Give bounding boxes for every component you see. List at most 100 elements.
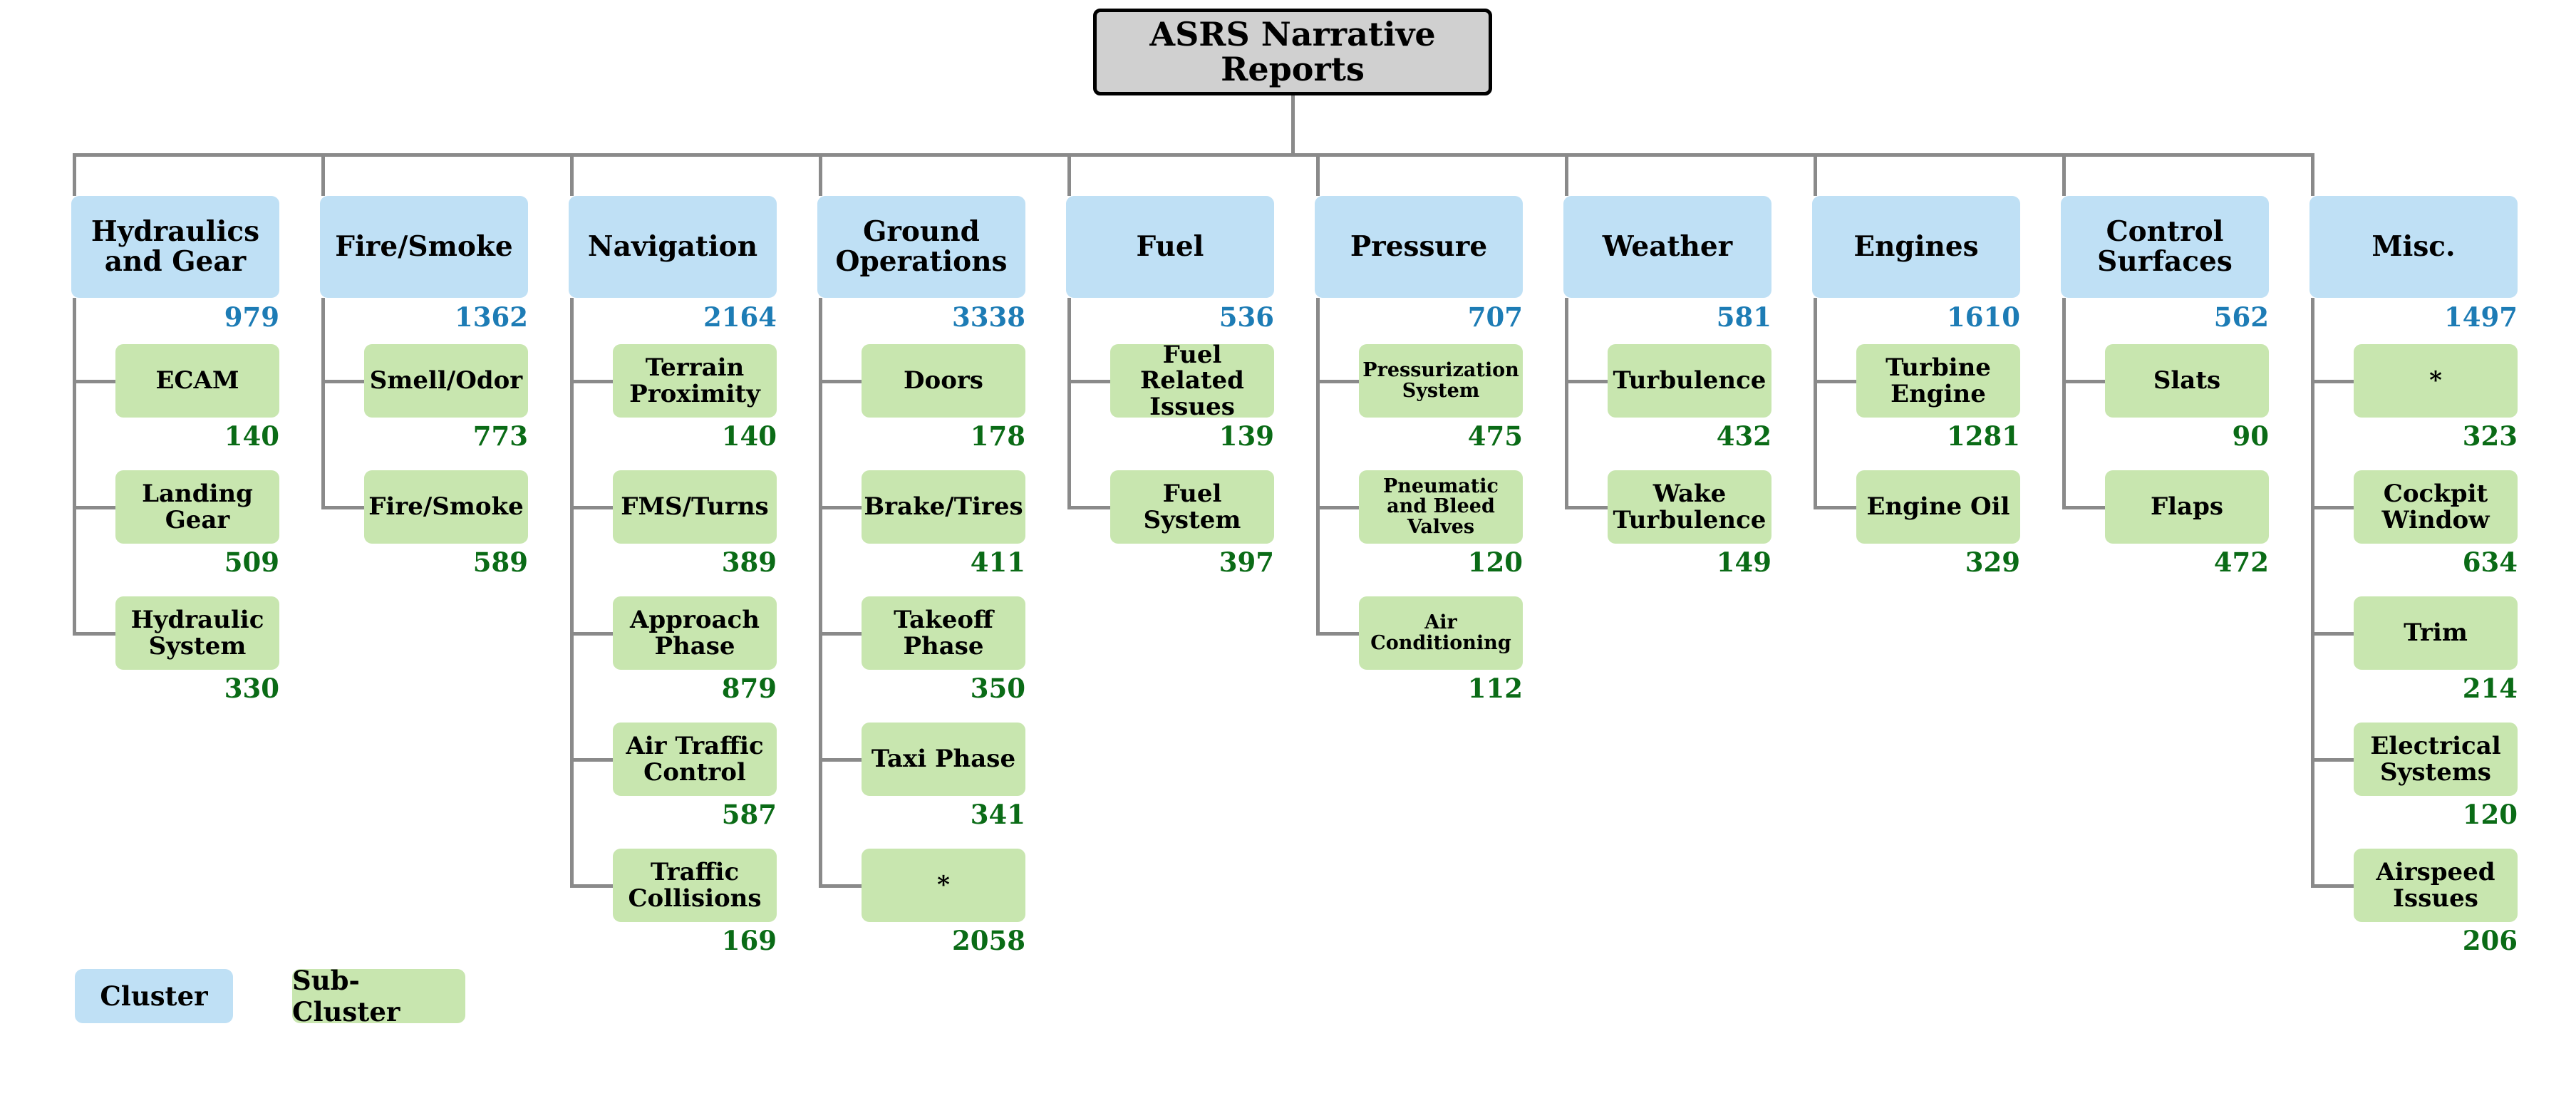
subcluster-count: 323 bbox=[2462, 420, 2518, 452]
subcluster-connector bbox=[1067, 505, 1110, 509]
subcluster-count: 140 bbox=[224, 420, 279, 452]
subcluster-count: 90 bbox=[2232, 420, 2270, 452]
subcluster-node-9-3[interactable]: Electrical Systems bbox=[2354, 723, 2518, 796]
subcluster-node-3-4[interactable]: * bbox=[862, 849, 1025, 922]
subcluster-label: Wake Turbulence bbox=[1613, 480, 1767, 534]
subcluster-node-9-2[interactable]: Trim bbox=[2354, 596, 2518, 670]
cluster-label: Ground Operations bbox=[835, 215, 1008, 278]
subcluster-node-5-2[interactable]: Air Conditioning bbox=[1359, 596, 1523, 670]
subcluster-label: Slats bbox=[2153, 366, 2221, 395]
subcluster-node-3-2[interactable]: Takeoff Phase bbox=[862, 596, 1025, 670]
subcluster-node-0-0[interactable]: ECAM bbox=[115, 344, 279, 418]
subcluster-count: 330 bbox=[224, 673, 279, 704]
subcluster-node-7-0[interactable]: Turbine Engine bbox=[1856, 344, 2020, 418]
subcluster-count: 214 bbox=[2462, 673, 2518, 704]
subcluster-count: 411 bbox=[970, 547, 1025, 578]
subcluster-connector bbox=[819, 631, 862, 636]
column-spine-3 bbox=[819, 298, 822, 888]
subcluster-label: Flaps bbox=[2151, 492, 2223, 522]
subcluster-node-6-1[interactable]: Wake Turbulence bbox=[1608, 470, 1771, 544]
subcluster-label: Approach Phase bbox=[630, 606, 760, 661]
subcluster-label: Terrain Proximity bbox=[629, 353, 760, 408]
subcluster-count: 120 bbox=[2462, 799, 2518, 830]
cluster-label: Fire/Smoke bbox=[335, 229, 513, 263]
cluster-drop-1 bbox=[321, 153, 325, 196]
cluster-node-7[interactable]: Engines bbox=[1812, 196, 2020, 298]
subcluster-node-1-1[interactable]: Fire/Smoke bbox=[364, 470, 528, 544]
subcluster-connector bbox=[819, 379, 862, 383]
cluster-count: 2164 bbox=[703, 301, 777, 333]
cluster-node-8[interactable]: Control Surfaces bbox=[2061, 196, 2269, 298]
cluster-node-5[interactable]: Pressure bbox=[1315, 196, 1523, 298]
subcluster-label: Pressurization System bbox=[1362, 358, 1519, 402]
subcluster-connector bbox=[2311, 757, 2354, 762]
subcluster-label: ECAM bbox=[155, 366, 239, 395]
cluster-drop-7 bbox=[1814, 153, 1817, 196]
subcluster-count: 120 bbox=[1467, 547, 1523, 578]
subcluster-label: Landing Gear bbox=[142, 480, 253, 534]
subcluster-node-3-1[interactable]: Brake/Tires bbox=[862, 470, 1025, 544]
subcluster-label: Fuel Related Issues bbox=[1140, 341, 1244, 421]
subcluster-node-6-0[interactable]: Turbulence bbox=[1608, 344, 1771, 418]
cluster-node-4[interactable]: Fuel bbox=[1066, 196, 1274, 298]
cluster-label: Misc. bbox=[2371, 229, 2456, 263]
subcluster-count: 149 bbox=[1716, 547, 1771, 578]
subcluster-node-5-0[interactable]: Pressurization System bbox=[1359, 344, 1523, 418]
column-spine-0 bbox=[73, 298, 76, 636]
column-spine-7 bbox=[1814, 298, 1817, 509]
column-spine-4 bbox=[1067, 298, 1071, 509]
subcluster-node-4-1[interactable]: Fuel System bbox=[1110, 470, 1274, 544]
cluster-node-3[interactable]: Ground Operations bbox=[817, 196, 1025, 298]
column-spine-9 bbox=[2311, 298, 2314, 888]
cluster-drop-8 bbox=[2062, 153, 2066, 196]
subcluster-count: 472 bbox=[2213, 547, 2269, 578]
cluster-node-9[interactable]: Misc. bbox=[2309, 196, 2518, 298]
cluster-label: Navigation bbox=[587, 229, 758, 263]
subcluster-connector bbox=[1814, 505, 1856, 509]
cluster-node-0[interactable]: Hydraulics and Gear bbox=[71, 196, 279, 298]
subcluster-node-9-0[interactable]: * bbox=[2354, 344, 2518, 418]
subcluster-node-3-3[interactable]: Taxi Phase bbox=[862, 723, 1025, 796]
subcluster-node-8-1[interactable]: Flaps bbox=[2105, 470, 2269, 544]
subcluster-connector bbox=[2311, 631, 2354, 636]
subcluster-label: Turbine Engine bbox=[1886, 353, 1991, 408]
subcluster-label: Fuel System bbox=[1143, 480, 1241, 534]
subcluster-count: 178 bbox=[970, 420, 1025, 452]
subcluster-node-2-2[interactable]: Approach Phase bbox=[613, 596, 777, 670]
subcluster-node-8-0[interactable]: Slats bbox=[2105, 344, 2269, 418]
subcluster-label: * bbox=[937, 871, 950, 900]
subcluster-count: 589 bbox=[472, 547, 528, 578]
subcluster-count: 397 bbox=[1219, 547, 1274, 578]
subcluster-count: 112 bbox=[1467, 673, 1523, 704]
subcluster-node-2-0[interactable]: Terrain Proximity bbox=[613, 344, 777, 418]
column-spine-6 bbox=[1565, 298, 1568, 509]
cluster-node-1[interactable]: Fire/Smoke bbox=[320, 196, 528, 298]
subcluster-label: Air Conditioning bbox=[1370, 611, 1511, 654]
cluster-node-6[interactable]: Weather bbox=[1563, 196, 1771, 298]
subcluster-connector bbox=[819, 757, 862, 762]
subcluster-node-0-1[interactable]: Landing Gear bbox=[115, 470, 279, 544]
subcluster-node-9-4[interactable]: Airspeed Issues bbox=[2354, 849, 2518, 922]
subcluster-node-3-0[interactable]: Doors bbox=[862, 344, 1025, 418]
subcluster-connector bbox=[570, 884, 613, 888]
subcluster-node-2-1[interactable]: FMS/Turns bbox=[613, 470, 777, 544]
subcluster-node-2-3[interactable]: Air Traffic Control bbox=[613, 723, 777, 796]
subcluster-label: Pneumatic and Bleed Valves bbox=[1383, 475, 1499, 538]
subcluster-node-0-2[interactable]: Hydraulic System bbox=[115, 596, 279, 670]
subcluster-node-9-1[interactable]: Cockpit Window bbox=[2354, 470, 2518, 544]
cluster-node-2[interactable]: Navigation bbox=[569, 196, 777, 298]
subcluster-label: Engine Oil bbox=[1866, 492, 2010, 522]
cluster-bus bbox=[73, 153, 2314, 157]
cluster-count: 536 bbox=[1219, 301, 1274, 333]
column-spine-5 bbox=[1316, 298, 1320, 636]
cluster-drop-6 bbox=[1565, 153, 1568, 196]
subcluster-count: 432 bbox=[1716, 420, 1771, 452]
subcluster-count: 475 bbox=[1467, 420, 1523, 452]
subcluster-node-4-0[interactable]: Fuel Related Issues bbox=[1110, 341, 1274, 421]
subcluster-node-5-1[interactable]: Pneumatic and Bleed Valves bbox=[1359, 470, 1523, 544]
cluster-drop-5 bbox=[1316, 153, 1320, 196]
subcluster-node-2-4[interactable]: Traffic Collisions bbox=[613, 849, 777, 922]
subcluster-node-7-1[interactable]: Engine Oil bbox=[1856, 470, 2020, 544]
subcluster-node-1-0[interactable]: Smell/Odor bbox=[364, 344, 528, 418]
